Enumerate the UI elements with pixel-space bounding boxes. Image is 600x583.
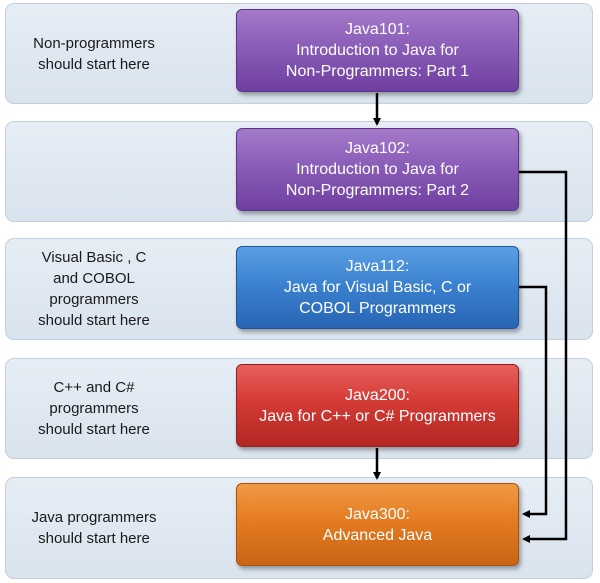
band-label-vb-c-cobol: Visual Basic , C and COBOL programmers s… [38, 249, 150, 329]
course-java101-box: Java101: Introduction to Java for Non-Pr… [236, 9, 519, 92]
band-label-cpp-csharp: C++ and C# programmers should start here [38, 379, 150, 438]
course-java112-box: Java112: Java for Visual Basic, C or COB… [236, 246, 519, 329]
band-label-non-programmers: Non-programmers should start here [33, 34, 155, 73]
course-java102-box: Java102: Introduction to Java for Non-Pr… [236, 128, 519, 211]
course-java200-box: Java200: Java for C++ or C# Programmers [236, 364, 519, 447]
band-label-java102 [0, 121, 188, 222]
band-label-java-programmers: Java programmers should start here [31, 509, 157, 547]
course-java300-box: Java300: Advanced Java [236, 483, 519, 566]
